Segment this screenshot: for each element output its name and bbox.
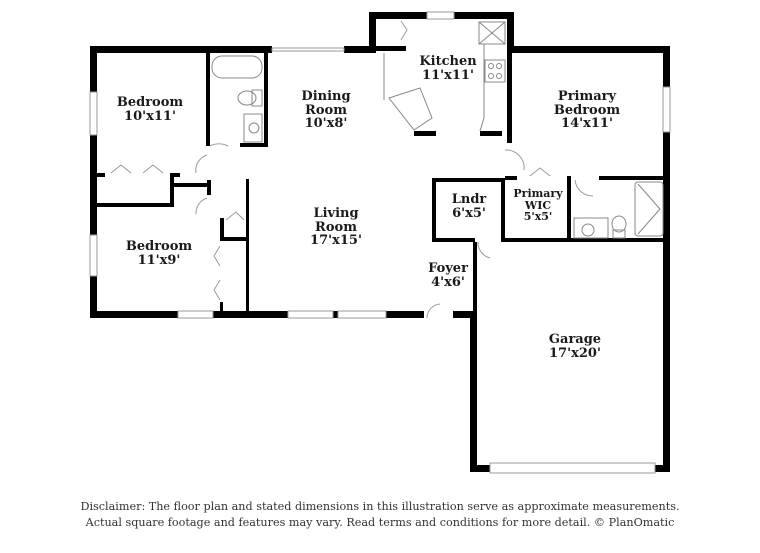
exterior-walls bbox=[90, 12, 670, 472]
room-label-kitchen: Kitchen 11'x11' bbox=[419, 55, 476, 82]
room-label-foyer: Foyer 4'x6' bbox=[428, 262, 468, 289]
room-name-line-2: Room bbox=[305, 102, 347, 118]
disclaimer-line-2: Actual square footage and features may v… bbox=[85, 516, 675, 529]
interior-walls bbox=[97, 46, 663, 318]
room-dims: 5'x5' bbox=[523, 210, 553, 224]
room-dims: 11'x11' bbox=[422, 67, 474, 83]
room-name: Kitchen bbox=[419, 54, 477, 69]
room-name: Foyer bbox=[428, 261, 468, 276]
room-label-living-room: Living Room 17'x15' bbox=[310, 207, 362, 248]
fixtures bbox=[211, 21, 664, 239]
room-name-line-2: Room bbox=[315, 219, 357, 235]
room-name: Bedroom bbox=[125, 239, 193, 254]
room-label-primary-bedroom: Primary Bedroom 14'x11' bbox=[554, 90, 620, 131]
room-dims: 4'x6' bbox=[431, 274, 465, 290]
room-name-line-1: Primary bbox=[557, 89, 617, 104]
room-name-line-2: Bedroom bbox=[553, 102, 621, 118]
room-label-bedroom-2: Bedroom 11'x9' bbox=[126, 240, 192, 267]
room-dims: 6'x5' bbox=[452, 205, 486, 221]
windows bbox=[89, 11, 671, 474]
room-dims: 17'x20' bbox=[549, 345, 601, 361]
disclaimer-line-1: Disclaimer: The floor plan and stated di… bbox=[80, 500, 680, 513]
room-label-dining-room: Dining Room 10'x8' bbox=[301, 90, 350, 131]
doors bbox=[110, 20, 594, 319]
room-name: Bedroom bbox=[116, 95, 184, 110]
room-label-bedroom-1: Bedroom 10'x11' bbox=[117, 96, 183, 123]
room-dims: 10'x11' bbox=[124, 108, 176, 124]
room-name-line-1: Living bbox=[313, 206, 359, 221]
room-name-line-1: Dining bbox=[301, 89, 351, 104]
room-label-primary-wic: Primary WIC 5'x5' bbox=[513, 188, 562, 223]
room-name: Garage bbox=[548, 332, 602, 347]
room-dims: 17'x15' bbox=[310, 233, 362, 249]
room-name: Lndr bbox=[451, 192, 487, 207]
room-dims: 11'x9' bbox=[137, 252, 181, 268]
room-dims: 10'x8' bbox=[304, 116, 348, 132]
room-label-garage: Garage 17'x20' bbox=[549, 333, 601, 360]
room-name-line-2: WIC bbox=[524, 198, 552, 212]
room-name-line-1: Primary bbox=[513, 187, 563, 200]
room-dims: 14'x11' bbox=[561, 116, 613, 132]
room-label-laundry: Lndr 6'x5' bbox=[452, 193, 487, 220]
disclaimer: Disclaimer: The floor plan and stated di… bbox=[0, 499, 760, 531]
